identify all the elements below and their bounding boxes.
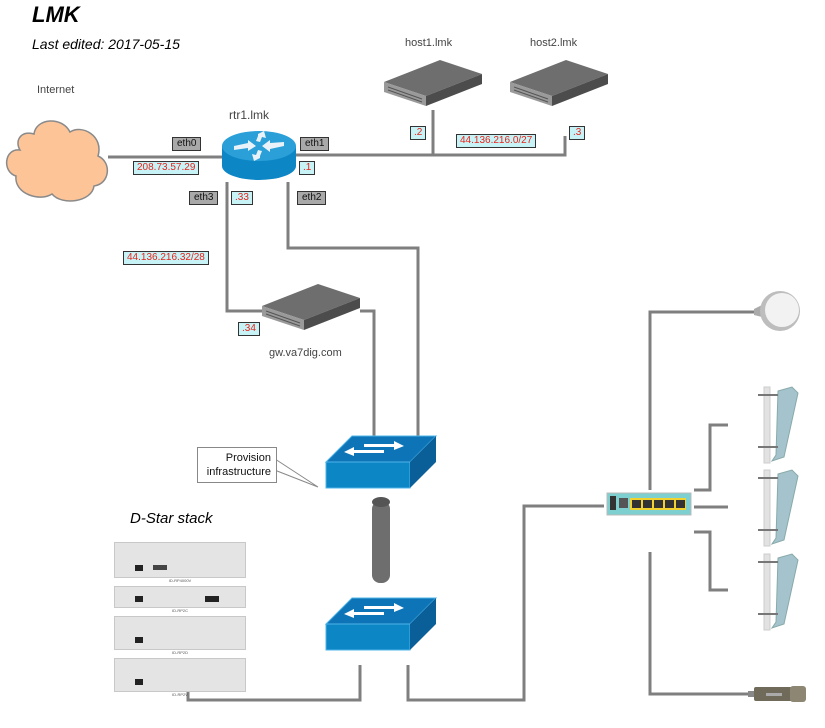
dstar-unit-model: ID-RP2V (172, 692, 188, 697)
address-eth1: .1 (299, 161, 316, 175)
diagram-title: LMK (32, 2, 80, 27)
dstar-stack: ID-RP4000V ID-RP2C ID-RP2D ID-RP2V (114, 542, 246, 700)
provision-callout: Provision infrastructure (197, 447, 277, 483)
address-eth3: .33 (231, 191, 253, 205)
gateway-server-icon[interactable] (260, 282, 362, 332)
host1-server-icon[interactable] (382, 58, 484, 108)
cable-icon (372, 497, 390, 583)
switch-top-icon[interactable] (324, 434, 438, 490)
address-eth0: 208.73.57.29 (133, 161, 200, 175)
internet-label: Internet (37, 84, 75, 96)
link-router-switch (286, 182, 420, 438)
dstar-unit[interactable] (114, 616, 246, 650)
host2-name: host2.lmk (530, 37, 578, 49)
switch-bottom-icon[interactable] (324, 596, 438, 652)
sector-antenna-icon[interactable] (752, 468, 802, 548)
poe-router-icon[interactable] (606, 492, 692, 518)
gateway-address: .34 (238, 322, 260, 336)
dstar-unit-model: ID-RP4000V (168, 578, 192, 583)
dish-antenna-icon[interactable] (752, 287, 802, 335)
link-poe-omni (648, 552, 748, 696)
interface-eth2: eth2 (297, 191, 327, 205)
link-router-gw (225, 182, 262, 313)
sector-antenna-icon[interactable] (752, 552, 802, 632)
dstar-title: D-Star stack (130, 510, 213, 527)
host1-name: host1.lmk (405, 37, 453, 49)
sector-antenna-icon[interactable] (752, 385, 802, 465)
host1-address: .2 (410, 126, 427, 140)
dstar-unit-model: ID-RP2C (171, 608, 188, 613)
cloud-icon[interactable] (0, 110, 112, 202)
dstar-unit[interactable] (114, 542, 246, 578)
host2-address: .3 (569, 126, 586, 140)
router-icon[interactable] (220, 126, 298, 184)
gateway-subnet-label: 44.136.216.32/28 (123, 251, 209, 265)
dstar-unit[interactable] (114, 658, 246, 692)
link-poe-sector1 (694, 423, 728, 492)
gateway-name: gw.va7dig.com (269, 347, 342, 359)
link-poe-sector3 (694, 530, 728, 592)
link-gw-switch (360, 309, 376, 438)
dstar-unit-model: ID-RP2D (171, 650, 188, 655)
host2-server-icon[interactable] (508, 58, 610, 108)
interface-eth1: eth1 (300, 137, 330, 151)
interface-eth0: eth0 (172, 137, 202, 151)
interface-eth3: eth3 (189, 191, 219, 205)
callout-pointer (271, 456, 319, 488)
link-switch-poe (406, 504, 604, 702)
host-subnet-label: 44.136.216.0/27 (456, 134, 537, 148)
omni-antenna-icon[interactable] (746, 684, 810, 704)
link-router-hosts (295, 136, 567, 157)
link-poe-dish (648, 310, 755, 490)
router-name: rtr1.lmk (229, 108, 269, 122)
dstar-unit[interactable] (114, 586, 246, 608)
last-edited-label: Last edited: 2017-05-15 (32, 36, 180, 52)
